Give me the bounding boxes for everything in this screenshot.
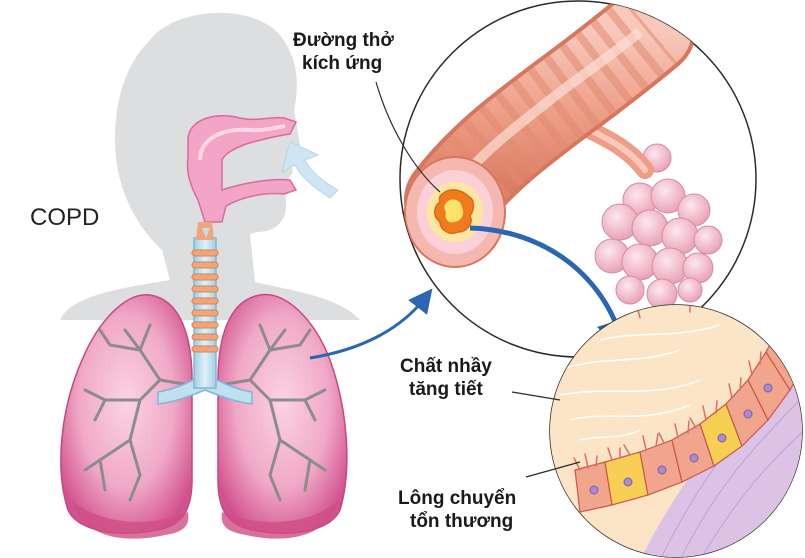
increased-mucus-line1: Chất nhầy xyxy=(400,356,492,377)
irritated-airway-line2: kích ứng xyxy=(302,52,383,74)
copd-title: COPD xyxy=(30,204,100,231)
airway-to-tissue-arrow xyxy=(469,225,636,360)
main-bronchi xyxy=(157,377,253,405)
damaged-cilia-line2: tổn thương xyxy=(410,510,514,532)
airway-closeup xyxy=(399,0,757,358)
damaged-cilia-label: Lông chuyển tổn thương xyxy=(398,488,516,534)
damaged-cilia-line1: Lông chuyển xyxy=(398,488,517,509)
alveoli-cluster xyxy=(594,143,723,310)
increased-mucus-label: Chất nhầy tăng tiết xyxy=(400,356,492,402)
right-lung xyxy=(217,293,348,535)
irritated-airway-label: Đường thở kích ứng xyxy=(293,30,394,76)
leader-lines xyxy=(375,81,581,478)
increased-mucus-line2: tăng tiết xyxy=(409,378,483,400)
irritated-airway-line1: Đường thở xyxy=(293,30,394,51)
tissue-closeup xyxy=(549,304,803,558)
trachea-rings xyxy=(191,249,219,353)
right-bronchial-tree xyxy=(218,323,327,502)
left-bronchial-tree xyxy=(83,323,192,502)
lung-to-airway-arrow xyxy=(309,288,433,360)
mucus-strands xyxy=(559,324,721,441)
airflow-arrow xyxy=(281,141,339,199)
nasal-airway xyxy=(186,115,298,223)
